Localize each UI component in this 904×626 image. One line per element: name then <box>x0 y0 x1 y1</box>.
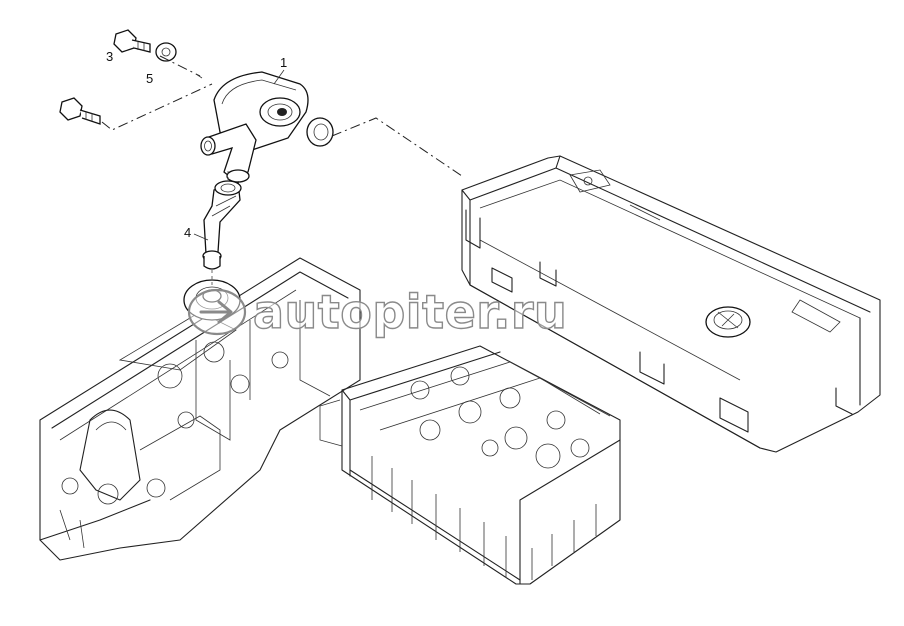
leader-lines <box>101 55 463 286</box>
watermark-text: autopiter.ru <box>252 284 568 339</box>
callout-5: 5 <box>146 71 154 86</box>
callout-4: 4 <box>184 225 192 240</box>
seal-ring <box>306 117 334 147</box>
breather-hose-part-4 <box>202 180 242 270</box>
watermark-logo-icon <box>187 288 247 336</box>
watermark: autopiter.ru <box>185 282 568 342</box>
washer-part-5 <box>155 42 177 62</box>
callout-3: 3 <box>106 49 114 64</box>
callout-1: 1 <box>280 55 288 70</box>
rocker-cover <box>461 155 881 453</box>
bolt-lower <box>59 97 101 125</box>
bolt-part-3 <box>113 29 151 53</box>
cylinder-head <box>319 345 621 585</box>
breather-housing-part-1 <box>200 71 309 183</box>
